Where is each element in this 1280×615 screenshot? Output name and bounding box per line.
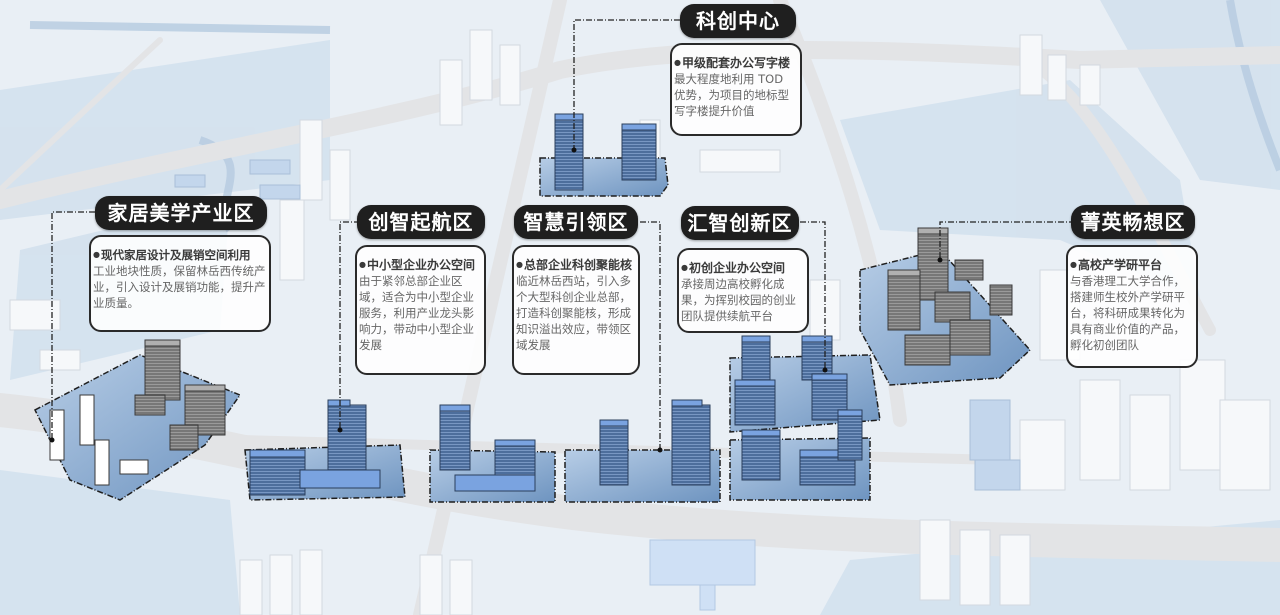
zone-heading: 高校产学研平台 bbox=[1070, 257, 1194, 273]
metro-station bbox=[649, 539, 756, 611]
leader-lines bbox=[51, 19, 1075, 450]
zone-heading: 甲级配套办公写字楼 bbox=[674, 55, 798, 71]
zone-desc-huizhi: 初创企业办公空间 承接周边高校孵化成果，为挥别校园的创业团队提供续航平台 bbox=[677, 248, 809, 333]
context-blue-low-buildings bbox=[174, 159, 1021, 491]
zone-heading: 总部企业科创聚能核 bbox=[516, 257, 636, 273]
zone-desc-jingying: 高校产学研平台 与香港理工大学合作，搭建师生校外产学研平台，将科研成果转化为具有… bbox=[1066, 245, 1198, 368]
zone-body: 承接周边高校孵化成果，为挥别校园的创业团队提供续航平台 bbox=[681, 277, 796, 323]
zone-title-chuangzhi: 创智起航区 bbox=[357, 205, 485, 239]
zone-desc-chuangzhi: 中小型企业办公空间 由于紧邻总部企业区域，适合为中小型企业服务，利用产业龙头影响… bbox=[355, 245, 486, 375]
leader-dots bbox=[49, 147, 943, 453]
zone-title-jiaju: 家居美学产业区 bbox=[95, 196, 267, 230]
zone-title-kechuang: 科创中心 bbox=[680, 4, 796, 38]
zone-body: 由于紧邻总部企业区域，适合为中小型企业服务，利用产业龙头影响力，带动中小型企业发… bbox=[359, 274, 474, 352]
zone-desc-zhihui: 总部企业科创聚能核 临近林岳西站，引入多个大型科创企业总部，打造科创聚能核，形成… bbox=[512, 245, 640, 375]
zone-heading: 初创企业办公空间 bbox=[681, 260, 805, 276]
zone-body: 与香港理工大学合作，搭建师生校外产学研平台，将科研成果转化为具有商业价值的产品，… bbox=[1070, 274, 1185, 352]
zone-title-zhihui: 智慧引领区 bbox=[514, 205, 638, 239]
highlight-buildings-gray bbox=[49, 227, 1013, 486]
highlight-buildings-blue bbox=[249, 113, 863, 496]
zone-body: 最大程度地利用 TOD 优势，为项目的地标型写字楼提升价值 bbox=[674, 72, 789, 118]
zone-title-jingying: 菁英畅想区 bbox=[1071, 205, 1195, 239]
zone-body: 临近林岳西站，引入多个大型科创企业总部，打造科创聚能核，形成知识溢出效应，带领区… bbox=[516, 274, 631, 352]
zone-body: 工业地块性质，保留林岳西传统产业，引入设计及展销功能，提升产业质量。 bbox=[93, 264, 266, 310]
zone-title-huizhi: 汇智创新区 bbox=[681, 206, 799, 240]
zone-heading: 中小型企业办公空间 bbox=[359, 257, 482, 273]
zone-desc-kechuang: 甲级配套办公写字楼 最大程度地利用 TOD 优势，为项目的地标型写字楼提升价值 bbox=[670, 43, 802, 136]
zone-heading: 现代家居设计及展销空间利用 bbox=[93, 247, 267, 263]
zone-desc-jiaju: 现代家居设计及展销空间利用 工业地块性质，保留林岳西传统产业，引入设计及展销功能… bbox=[89, 235, 271, 332]
